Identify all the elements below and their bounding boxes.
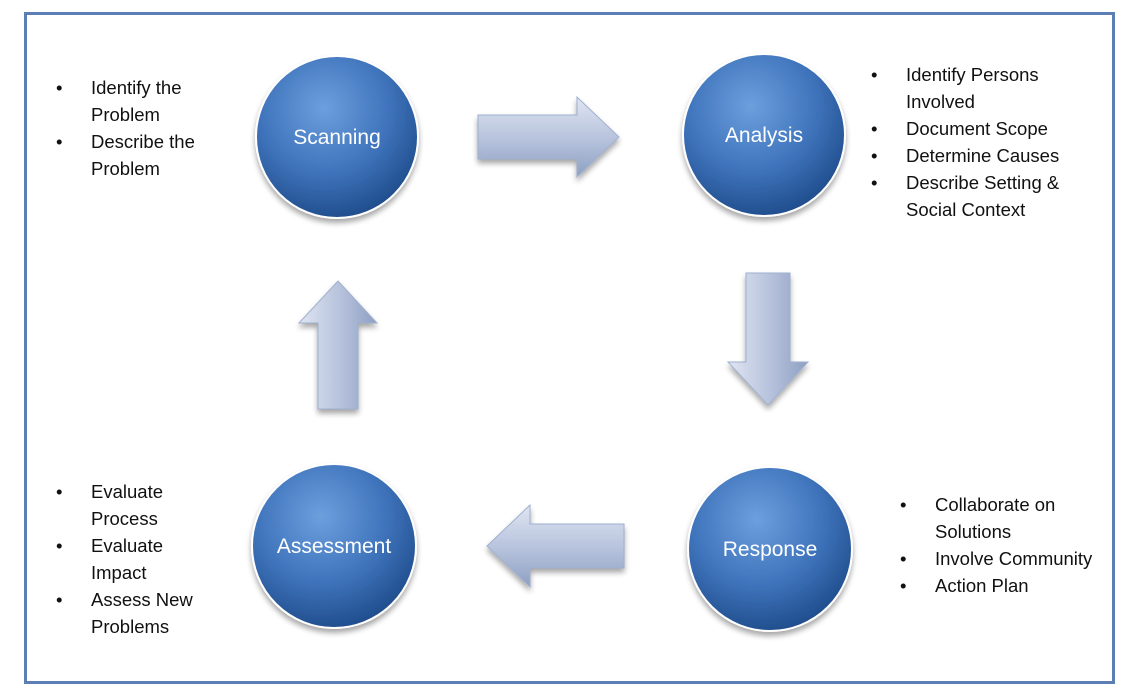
bullet-item: Action Plan — [897, 572, 1097, 599]
response-bullet-list: Collaborate on Solutions Involve Communi… — [897, 491, 1097, 599]
bullet-item: Describe Setting & Social Context — [868, 169, 1088, 223]
bullet-item: Document Scope — [868, 115, 1088, 142]
assessment-bullet-list: Evaluate Process Evaluate Impact Assess … — [53, 478, 213, 640]
stage-node-assessment: Assessment — [251, 463, 417, 629]
stage-node-analysis: Analysis — [682, 53, 846, 217]
stage-label-scanning: Scanning — [293, 126, 381, 149]
stage-label-assessment: Assessment — [277, 535, 392, 558]
stage-node-response: Response — [687, 466, 853, 632]
bullet-item: Assess New Problems — [53, 586, 213, 640]
analysis-bullet-list: Identify Persons Involved Document Scope… — [868, 61, 1088, 223]
bullet-item: Collaborate on Solutions — [897, 491, 1097, 545]
stage-label-response: Response — [723, 538, 818, 561]
bullet-item: Involve Community — [897, 545, 1097, 572]
bullet-item: Describe the Problem — [53, 128, 213, 182]
bullet-item: Identify Persons Involved — [868, 61, 1088, 115]
stage-label-analysis: Analysis — [725, 124, 803, 147]
bullet-item: Identify the Problem — [53, 74, 213, 128]
arrow-response-to-assessment — [486, 503, 625, 589]
stage-node-scanning: Scanning — [255, 55, 419, 219]
arrow-analysis-to-response — [726, 272, 810, 406]
arrow-assessment-to-scanning — [297, 280, 379, 410]
bullet-item: Determine Causes — [868, 142, 1088, 169]
scanning-bullet-list: Identify the Problem Describe the Proble… — [53, 74, 213, 182]
arrow-scanning-to-analysis — [477, 95, 620, 179]
bullet-item: Evaluate Impact — [53, 532, 213, 586]
bullet-item: Evaluate Process — [53, 478, 213, 532]
